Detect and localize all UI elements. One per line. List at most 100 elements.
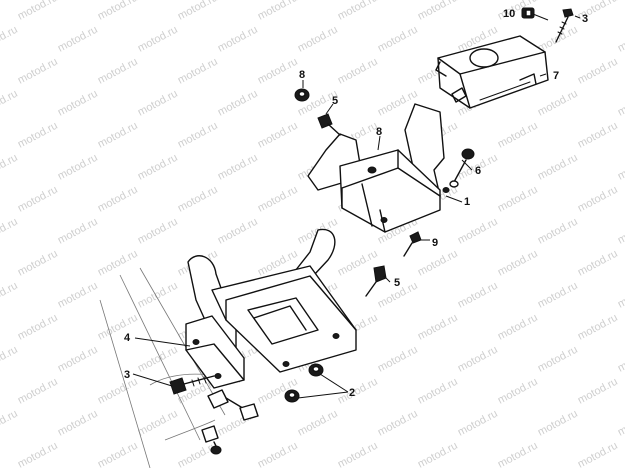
watermark-text: motod.ru [336, 440, 380, 468]
callout-7: 7 [553, 70, 559, 82]
watermark-text: motod.ru [96, 0, 140, 23]
watermark-text: motod.ru [576, 56, 620, 87]
watermark-text: motod.ru [0, 216, 20, 247]
watermark-text: motod.ru [256, 56, 300, 87]
screw-9-part [403, 231, 422, 257]
lower-grommet-b [308, 363, 324, 377]
watermark-text: motod.ru [296, 408, 340, 439]
watermark-text: motod.ru [496, 312, 540, 343]
watermark-text: motod.ru [136, 344, 180, 375]
watermark-text: motod.ru [336, 248, 380, 279]
watermark-text: motod.ru [496, 184, 540, 215]
watermark-text: motod.ru [16, 312, 60, 343]
bolt-part [449, 148, 475, 188]
watermark-text: motod.ru [616, 88, 625, 119]
watermark-text: motod.ru [176, 184, 220, 215]
watermark-text: motod.ru [576, 120, 620, 151]
watermark-text: motod.ru [576, 440, 620, 468]
watermark-text: motod.ru [56, 408, 100, 439]
watermark-text: motod.ru [616, 280, 625, 311]
watermark-text: motod.ru [136, 408, 180, 439]
watermark-text: motod.ru [496, 440, 540, 468]
lower-bolt-part [169, 375, 215, 395]
watermark-text: motod.ru [16, 440, 60, 468]
watermark-text: motod.ru [0, 344, 20, 375]
watermark-text: motod.ru [256, 120, 300, 151]
watermark-text: motod.ru [96, 248, 140, 279]
leader-lines [132, 13, 581, 399]
watermark-text: motod.ru [256, 184, 300, 215]
watermark-text: motod.ru [376, 24, 420, 55]
callout-5-low: 5 [394, 277, 400, 289]
watermark-text: motod.ru [456, 408, 500, 439]
watermark-text: motod.ru [56, 344, 100, 375]
watermark-text: motod.ru [16, 376, 60, 407]
watermark-text: motod.ru [456, 280, 500, 311]
watermark-text: motod.ru [16, 184, 60, 215]
callout-8-top: 8 [299, 69, 305, 81]
upper-bracket [307, 103, 450, 233]
watermark-text: motod.ru [536, 280, 580, 311]
watermark-text: motod.ru [16, 120, 60, 151]
watermark-text: motod.ru [536, 344, 580, 375]
watermark-text: motod.ru [176, 120, 220, 151]
watermark-text: motod.ru [16, 248, 60, 279]
watermark-text: motod.ru [16, 56, 60, 87]
watermark-text: motod.ru [256, 440, 300, 468]
watermark-text: motod.ru [456, 216, 500, 247]
callout-3-top: 3 [582, 13, 588, 25]
watermark-text: motod.ru [136, 152, 180, 183]
callouts: 10 3 7 8 5 8 6 1 9 5 4 3 2 [124, 8, 588, 399]
watermark-text: motod.ru [176, 56, 220, 87]
callout-4: 4 [124, 332, 131, 344]
grommet-part [521, 7, 535, 19]
watermark-text: motod.ru [496, 376, 540, 407]
watermark-text: motod.ru [576, 312, 620, 343]
watermark-text: motod.ru [576, 184, 620, 215]
watermark-text: motod.ru [496, 120, 540, 151]
watermark-text: motod.ru [136, 216, 180, 247]
screw-part [555, 8, 574, 43]
watermark-text: motod.ru [56, 24, 100, 55]
watermark-text: motod.ru [96, 440, 140, 468]
watermark-text: motod.ru [216, 152, 260, 183]
watermark-text: motod.ru [336, 56, 380, 87]
lower-grommet-a [284, 389, 300, 403]
watermark-text: motod.ru [56, 216, 100, 247]
watermark-text: motod.ru [56, 152, 100, 183]
watermark-text: motod.ru [256, 0, 300, 23]
watermark-text: motod.ru [216, 24, 260, 55]
watermark-text: motod.ru [0, 280, 20, 311]
collar-bolt-top [317, 113, 341, 136]
watermark-text: motod.ru [616, 152, 625, 183]
watermark-text: motod.ru [616, 24, 625, 55]
watermark-text: motod.ru [496, 248, 540, 279]
callout-1: 1 [464, 196, 470, 208]
rubber-mount-top [294, 88, 310, 102]
watermark-text: motod.ru [536, 216, 580, 247]
callout-2: 2 [349, 387, 355, 399]
watermark-text: motod.ru [376, 408, 420, 439]
watermark-text: motod.ru [136, 280, 180, 311]
watermark-text: motod.ru [616, 216, 625, 247]
watermark-text: motod.ru [536, 88, 580, 119]
watermark-text: motod.ru [176, 0, 220, 23]
watermark-text: motod.ru [336, 376, 380, 407]
watermark-text: motod.ru [0, 88, 20, 119]
watermark-text: motod.ru [376, 344, 420, 375]
watermark-text: motod.ru [536, 152, 580, 183]
watermark-text: motod.ru [56, 88, 100, 119]
collar-bolt-lower [365, 265, 387, 297]
watermark-text: motod.ru [0, 152, 20, 183]
watermark-text: motod.ru [456, 344, 500, 375]
watermark-text: motod.ru [576, 248, 620, 279]
watermark-text: motod.ru [96, 56, 140, 87]
watermark-text: motod.ru [0, 408, 20, 439]
ecu-module [435, 35, 549, 109]
watermark-text: motod.ru [416, 376, 460, 407]
watermark-text: motod.ru [416, 312, 460, 343]
watermark-text: motod.ru [536, 408, 580, 439]
watermark-text: motod.ru [576, 376, 620, 407]
